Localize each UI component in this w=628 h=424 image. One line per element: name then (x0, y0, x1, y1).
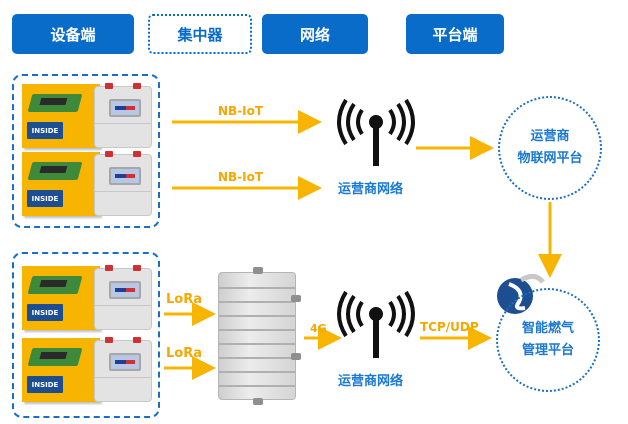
carrier-iot-platform: 运营商 物联网平台 (498, 96, 602, 200)
platform-line-1: 运营商 (530, 129, 570, 144)
gas-meter-lora-1: INSIDE (22, 265, 154, 334)
carrier-network-label-bottom: 运营商网络 (338, 374, 404, 389)
header-platform-side: 平台端 (406, 14, 504, 54)
lora-concentrator-device (218, 267, 301, 405)
link-label-lora-1: LoRa (166, 292, 202, 307)
nbiot-device-group (12, 74, 160, 228)
inside-badge: INSIDE (27, 122, 63, 139)
gas-meter-nbiot-2: INSIDE (22, 151, 154, 220)
header-concentrator: 集中器 (148, 14, 252, 54)
circuit-board-icon (27, 276, 83, 294)
platform-line-2: 管理平台 (521, 343, 574, 358)
link-label-nbiot-2: NB-IoT (218, 170, 264, 184)
carrier-network-label-top: 运营商网络 (338, 182, 404, 197)
module-card: INSIDE (22, 84, 100, 148)
circuit-board-icon (27, 162, 83, 180)
antenna-icon (337, 98, 415, 166)
link-label-4g: 4G (310, 322, 327, 335)
gas-meter-lora-2: INSIDE (22, 337, 154, 406)
platform-line-2: 物联网平台 (517, 151, 583, 166)
header-network: 网络 (262, 14, 368, 54)
platform-line-1: 智能燃气 (521, 321, 574, 336)
gas-meter-nbiot-1: INSIDE (22, 83, 154, 152)
link-label-lora-2: LoRa (166, 346, 202, 361)
smart-gas-management-platform: 智能燃气 管理平台 (496, 288, 600, 392)
antenna-icon (337, 290, 415, 358)
module-card: INSIDE (22, 152, 100, 216)
inside-badge: INSIDE (27, 190, 63, 207)
circuit-board-icon (27, 348, 83, 366)
header-device-side: 设备端 (12, 14, 134, 54)
meter-body (94, 265, 152, 330)
meter-body (94, 151, 152, 216)
meter-body (94, 337, 152, 402)
circuit-board-icon (27, 94, 83, 112)
lora-device-group (12, 252, 160, 418)
module-card: INSIDE (22, 338, 100, 402)
meter-body (94, 83, 152, 148)
link-label-tcp-udp: TCP/UDP (420, 320, 479, 334)
inside-badge: INSIDE (27, 376, 63, 393)
inside-badge: INSIDE (27, 304, 63, 321)
link-label-nbiot-1: NB-IoT (218, 104, 264, 118)
module-card: INSIDE (22, 266, 100, 330)
